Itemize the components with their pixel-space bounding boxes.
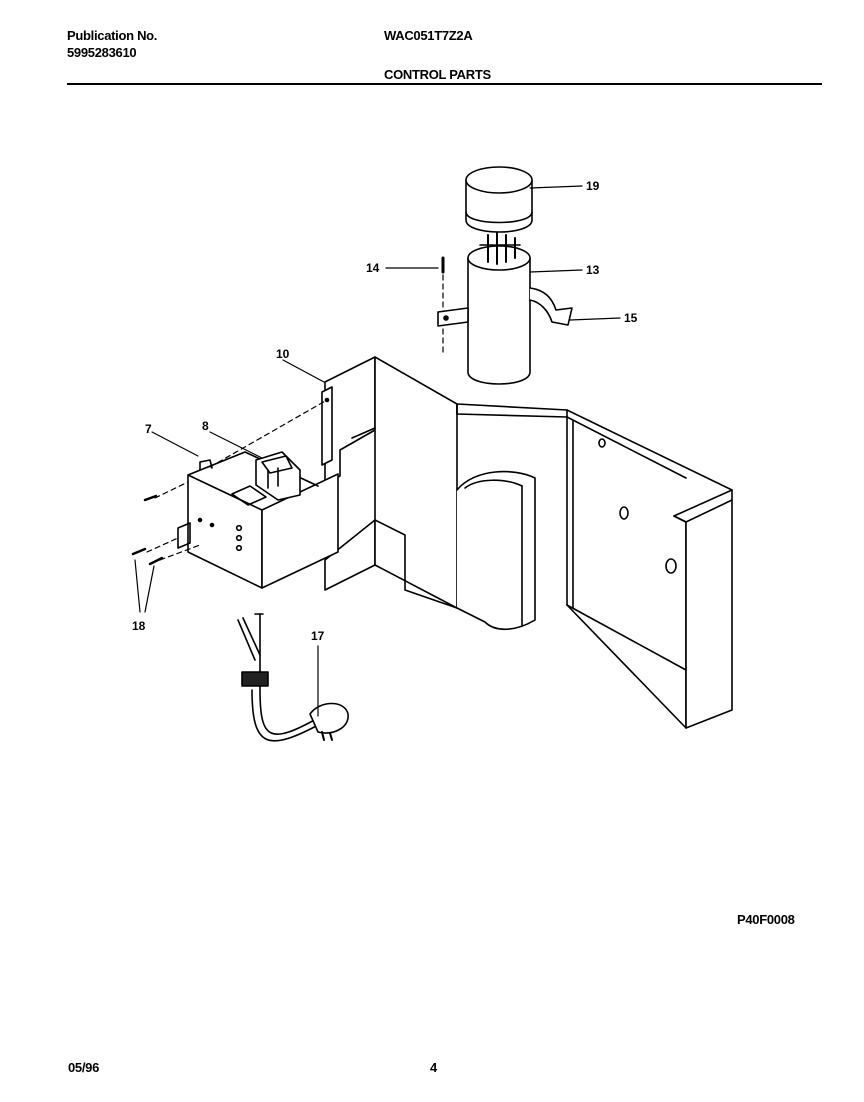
- callout-17: 17: [311, 629, 325, 643]
- callout-14: 14: [366, 261, 380, 275]
- callout-8: 8: [202, 419, 209, 433]
- control-switch: [231, 451, 301, 506]
- revision-date: 05/96: [68, 1060, 100, 1075]
- page-number: 4: [430, 1060, 437, 1075]
- bracket-strip: [321, 386, 333, 466]
- section-title: CONTROL PARTS: [384, 67, 491, 82]
- model-number: WAC051T7Z2A: [384, 28, 473, 43]
- leader-lines: [134, 185, 621, 717]
- callout-15: 15: [624, 311, 638, 325]
- capacitor: [437, 231, 531, 385]
- capacitor-strap: [529, 287, 573, 326]
- figure-code: P40F0008: [737, 912, 795, 927]
- callout-7: 7: [145, 422, 152, 436]
- callout-10: 10: [276, 347, 290, 361]
- control-box: [177, 451, 339, 589]
- screws: [131, 494, 164, 566]
- publication-label: Publication No.: [67, 28, 158, 43]
- callout-19: 19: [586, 179, 600, 193]
- capacitor-cap: [465, 166, 533, 233]
- publication-number: 5995283610: [67, 45, 137, 60]
- callout-13: 13: [586, 263, 600, 277]
- control-panel-housing: [324, 356, 733, 729]
- callout-18: 18: [132, 619, 146, 633]
- header-rule: [67, 83, 822, 85]
- power-cord: [237, 613, 349, 742]
